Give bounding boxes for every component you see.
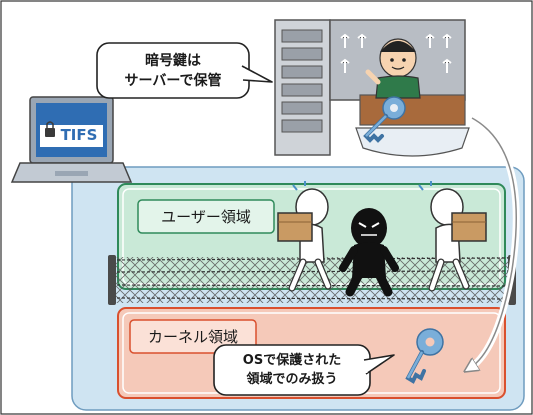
carrier-figure-right-icon [418,181,487,292]
callout-server-bubble [96,42,273,99]
user-region-label: ユーザー領域 [161,208,251,226]
carrier-figure-left-icon [277,181,332,292]
key-on-counter-icon [363,96,406,143]
laptop-icon [10,96,133,183]
callout-os-text: OSで保護された 領域でのみ扱う [242,353,342,387]
kernel-region-label: カーネル領域 [147,328,238,346]
intruder-figure-icon [339,208,399,297]
fence-icon [108,255,516,305]
callout-os-bubble [213,344,395,396]
shopkeeper-figure-icon [365,38,421,99]
laptop-logo-text: TIFS [60,126,98,144]
key-in-kernel-icon [405,328,444,384]
user-region-label-box [137,199,275,234]
callout-server-text: 暗号鍵は サーバーで保管 [124,52,222,89]
